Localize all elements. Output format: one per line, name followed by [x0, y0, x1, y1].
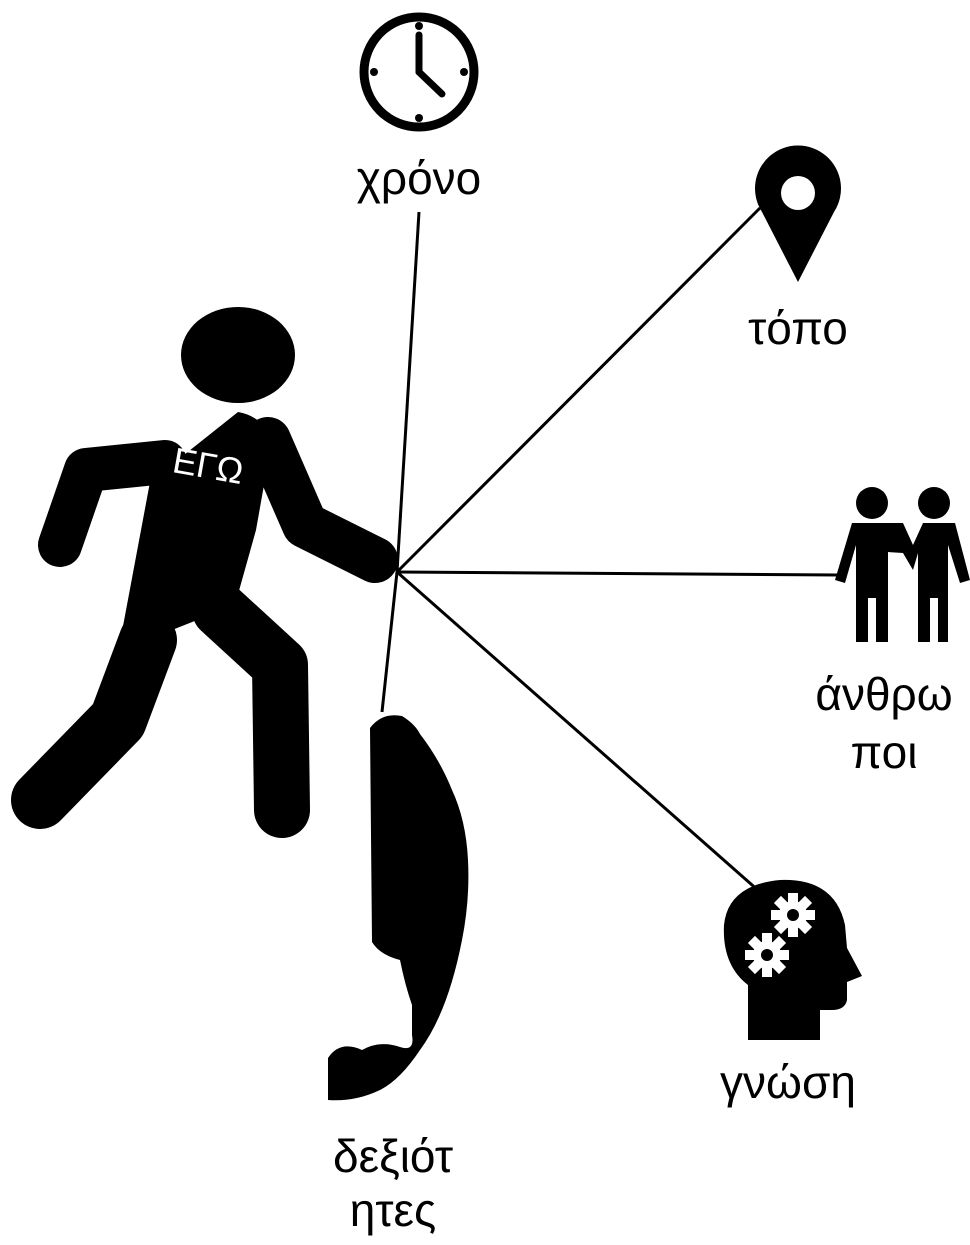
person-head [181, 307, 295, 403]
line-to-place [395, 206, 762, 574]
flexed-arm-icon [328, 715, 469, 1101]
head-gears-icon [723, 879, 862, 1040]
person-back-leg [11, 611, 177, 829]
two-people-icon [835, 487, 970, 642]
running-person-icon: ΕΓΩ [11, 307, 398, 838]
person-front-arm [245, 417, 398, 583]
line-to-knowledge [396, 570, 761, 894]
line-to-skills [380, 571, 399, 713]
line-to-time [395, 211, 421, 573]
line-to-people [396, 570, 839, 577]
label-place: τόπο [748, 302, 848, 354]
label-knowledge: γνώση [720, 1056, 856, 1108]
map-pin-icon [755, 145, 841, 282]
label-skills-line1: δεξιότ [332, 1130, 454, 1182]
connector-lines [380, 206, 839, 894]
person-front-leg [192, 582, 310, 838]
label-time: χρόνο [356, 152, 482, 204]
label-skills-line2: ητες [349, 1184, 437, 1236]
person-back-arm [38, 440, 187, 567]
label-people-line2: ποι [850, 726, 918, 778]
clock-icon [359, 12, 479, 132]
label-people-line1: άνθρω [815, 668, 953, 720]
